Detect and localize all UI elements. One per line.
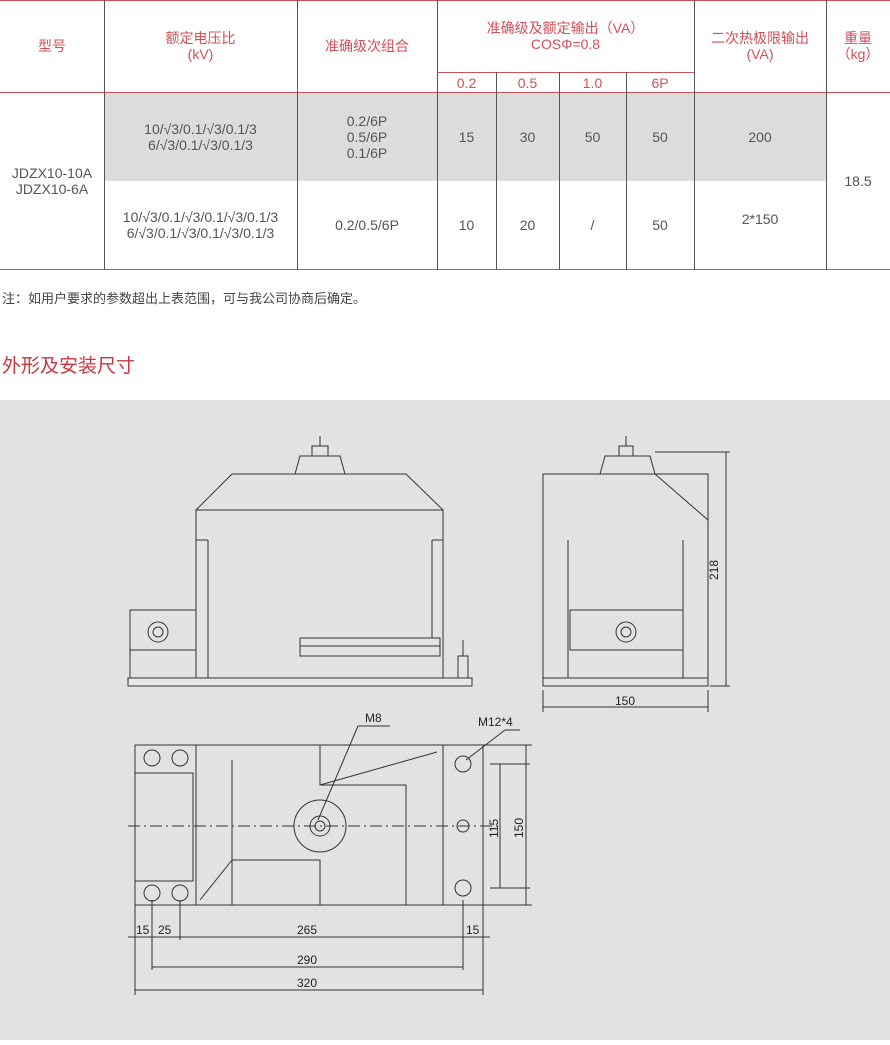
output-cell: 50 xyxy=(652,128,668,145)
accuracy-cell: 0.2/0.5/6P xyxy=(335,217,399,233)
accuracy-cell: 0.2/6P 0.5/6P 0.1/6P xyxy=(346,112,388,161)
thermal-cell: 200 xyxy=(748,128,772,145)
header-weight: 重量 （kg） xyxy=(836,30,880,62)
header-model: 型号 xyxy=(38,38,66,54)
dimension-drawing: 218 150 M8 M12*4 115 150 15 25 265 15 29… xyxy=(0,400,890,1040)
header-voltage: 额定电压比 (kV) xyxy=(165,30,236,62)
weight-cell: 18.5 xyxy=(844,173,872,189)
output-cell: 15 xyxy=(458,128,475,145)
output-cell: 10 xyxy=(458,217,475,233)
output-cell: / xyxy=(590,217,595,233)
front-view xyxy=(127,436,473,687)
header-accuracy-combo: 准确级次组合 xyxy=(325,38,409,54)
subheader: 6P xyxy=(651,74,669,91)
output-cell: 20 xyxy=(519,217,536,233)
dim-15-left: 15 xyxy=(136,923,150,937)
dim-115: 115 xyxy=(487,819,501,838)
dim-25: 25 xyxy=(158,923,172,937)
header-rated-output: 准确级及额定输出（VA） COSΦ=0.8 xyxy=(486,20,645,52)
label-m12: M12*4 xyxy=(478,715,513,729)
output-cell: 50 xyxy=(584,128,601,145)
output-cell: 30 xyxy=(519,128,536,145)
dim-150-side: 150 xyxy=(615,694,635,708)
thermal-cell: 2*150 xyxy=(741,211,779,227)
top-view xyxy=(128,725,532,995)
subheader: 0.2 xyxy=(456,74,477,91)
section-title: 外形及安装尺寸 xyxy=(2,356,136,377)
dim-15-right: 15 xyxy=(466,923,480,937)
model-cell: JDZX10-10A JDZX10-6A xyxy=(11,165,93,197)
dim-265: 265 xyxy=(297,923,317,937)
voltage-cell: 10/√3/0.1/√3/0.1/√3/0.1/3 6/√3/0.1/√3/0.… xyxy=(122,209,279,241)
dim-218: 218 xyxy=(707,560,721,580)
dim-150-top: 150 xyxy=(512,818,526,838)
row-shade xyxy=(104,92,826,181)
voltage-cell: 10/√3/0.1/√3/0.1/3 6/√3/0.1/√3/0.1/3 xyxy=(144,120,257,153)
label-m8: M8 xyxy=(365,711,382,725)
subheader: 0.5 xyxy=(517,74,538,91)
dim-290: 290 xyxy=(297,953,317,967)
side-view xyxy=(542,436,730,712)
output-cell: 50 xyxy=(652,217,668,233)
table-note: 注：如用户要求的参数超出上表范围，可与我公司协商后确定。 xyxy=(2,291,367,306)
dim-320: 320 xyxy=(297,976,317,990)
header-thermal: 二次热极限输出 (VA) xyxy=(711,30,809,62)
subheader: 1.0 xyxy=(582,74,603,91)
